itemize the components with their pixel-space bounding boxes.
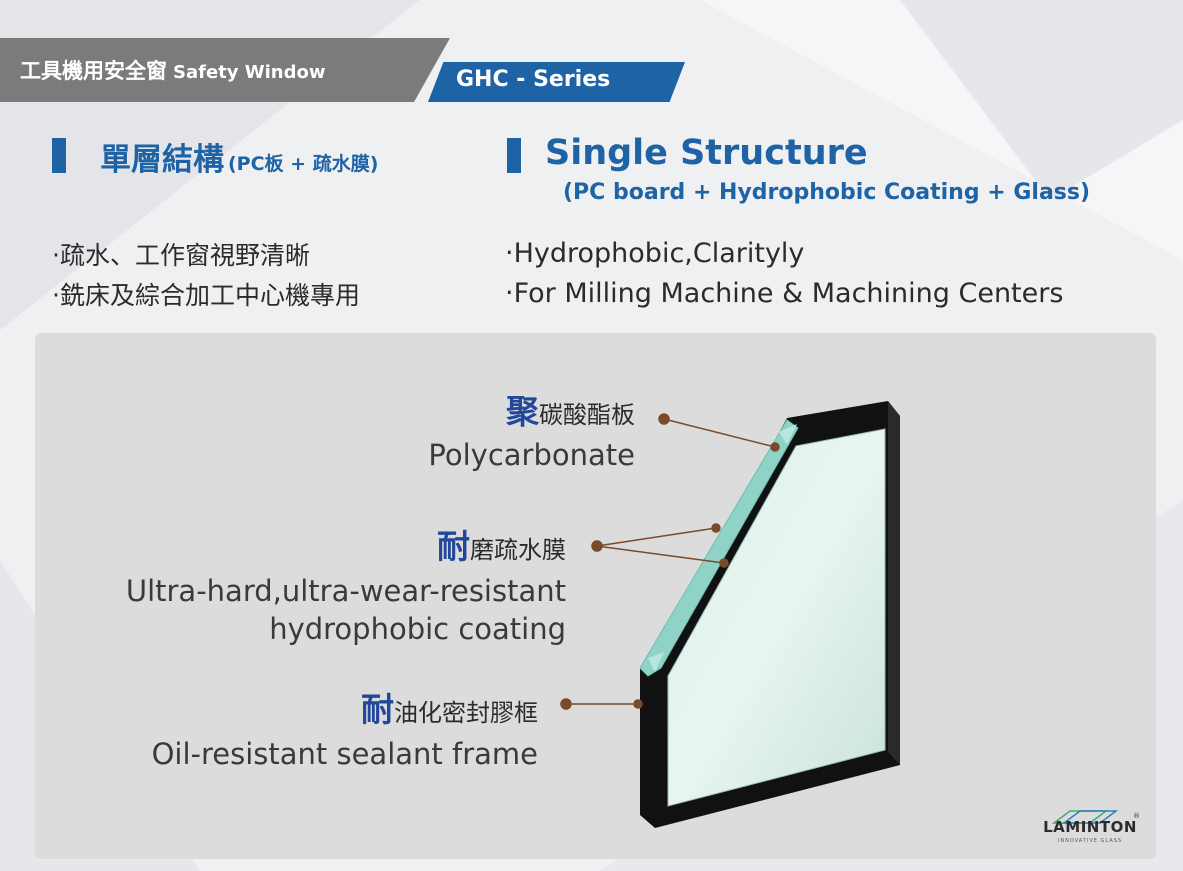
polycarbonate-edge [639, 419, 799, 677]
header-tag-en: Safety Window [173, 62, 326, 83]
callout-coating-zh-rest: 磨疏水膜 [470, 536, 566, 564]
diagram-panel [35, 333, 1156, 859]
features-en: ‧Hydrophobic,Clarityly ‧For Milling Mach… [505, 234, 1063, 314]
callout-frame-zh-rest: 油化密封膠框 [394, 699, 538, 727]
series-tag-background [428, 62, 685, 102]
callout-coating-en-line1: Ultra-hard,ultra-wear-resistant [125, 574, 566, 608]
callout-frame-zh: 耐油化密封膠框 [361, 683, 538, 731]
feature-en-item: ‧Hydrophobic,Clarityly [505, 238, 805, 269]
title-zh: 單層結構(PC板 + 疏水膜) [100, 134, 378, 179]
callout-coating-en: Ultra-hard,ultra-wear-resistant hydropho… [126, 572, 566, 648]
header-tag-background [0, 38, 450, 102]
callout-frame-en: Oil-resistant sealant frame [151, 737, 538, 771]
title-zh-bar [52, 138, 66, 173]
glass-pane [667, 428, 886, 807]
feature-zh-item: ‧銑床及綜合加工中心機專用 [52, 281, 360, 310]
logo-tagline: INNOVATIVE GLASS [1057, 838, 1123, 844]
header-tag: 工具機用安全窗 Safety Window [20, 55, 325, 85]
title-en-sub: (PC board + Hydrophobic Coating + Glass) [563, 180, 1091, 205]
logo-glass-mark-icon [1051, 810, 1119, 824]
title-zh-sub: (PC板 + 疏水膜) [228, 153, 379, 175]
header-tag-zh: 工具機用安全窗 [20, 59, 167, 83]
features-zh: ‧疏水、工作窗視野清晰 ‧銑床及綜合加工中心機專用 [52, 236, 360, 316]
callout-coating-zh-highlight: 耐 [437, 527, 470, 566]
callout-polycarbonate-zh-highlight: 聚 [506, 392, 539, 431]
feature-zh-item: ‧疏水、工作窗視野清晰 [52, 241, 310, 270]
title-en: Single Structure [545, 133, 868, 173]
title-zh-main: 單層結構 [100, 142, 224, 178]
series-tag: GHC - Series [456, 67, 611, 92]
callout-frame-zh-highlight: 耐 [361, 690, 394, 729]
laminton-logo: LAMINTON INNOVATIVE GLASS ® [1040, 810, 1140, 852]
callout-coating-en-line2: hydrophobic coating [269, 612, 566, 646]
feature-en-item: ‧For Milling Machine & Machining Centers [505, 278, 1064, 309]
callout-polycarbonate-en: Polycarbonate [428, 438, 635, 472]
callout-coating-zh: 耐磨疏水膜 [437, 520, 566, 568]
logo-name: LAMINTON [1043, 818, 1137, 836]
callout-polycarbonate-zh: 聚碳酸酯板 [506, 385, 635, 433]
title-en-bar [507, 138, 521, 173]
callout-polycarbonate-zh-rest: 碳酸酯板 [539, 401, 635, 429]
logo-registered-mark: ® [1133, 812, 1140, 820]
